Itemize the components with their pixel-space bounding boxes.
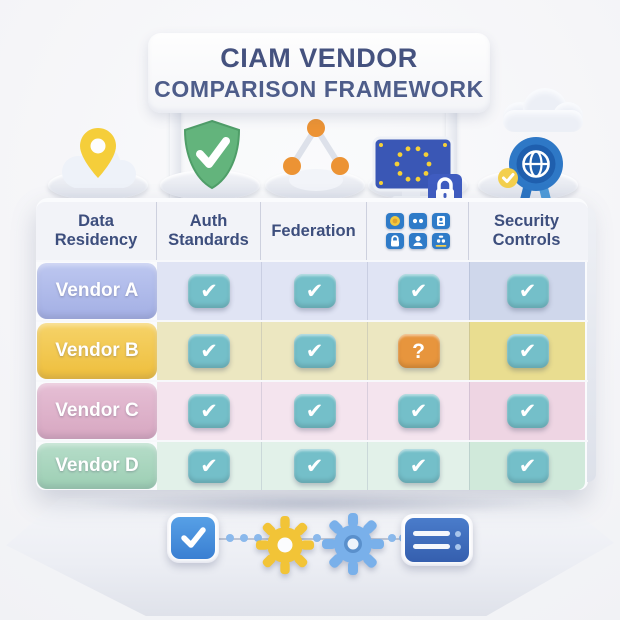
cell-vendor-a-auth: ✔ <box>157 262 261 320</box>
table-row-vendor-c: Vendor C ✔ ✔ ✔ ✔ <box>36 380 588 440</box>
privacy-icon-grid <box>385 213 450 249</box>
status-badge: ✔ <box>293 449 336 483</box>
status-badge: ✔ <box>293 394 336 428</box>
status-badge: ✔ <box>188 274 230 308</box>
title-banner: CIAM VENDOR COMPARISON FRAMEWORK <box>148 33 490 113</box>
eyes-icon <box>408 213 427 229</box>
status-badge: ✔ <box>397 449 440 483</box>
row-label-vendor-b: Vendor B <box>37 323 157 379</box>
title-line-2: COMPARISON FRAMEWORK <box>154 76 484 102</box>
status-badge: ✔ <box>188 334 230 368</box>
shield-check-icon <box>179 118 245 197</box>
cell-vendor-d-security: ✔ <box>469 442 585 490</box>
comparison-table: Data Residency Auth Standards Federation <box>36 198 596 490</box>
status-badge: ✔ <box>506 334 549 368</box>
cell-vendor-c-auth: ✔ <box>157 382 261 440</box>
cell-vendor-a-privacy: ✔ <box>367 262 469 320</box>
column-header-security-controls: Security Controls <box>468 202 584 260</box>
header-row: Data Residency Auth Standards Federation <box>36 202 588 260</box>
row-label-vendor-c: Vendor C <box>37 383 157 439</box>
cell-vendor-b-privacy: ? <box>367 322 469 380</box>
connector-dot <box>254 534 262 542</box>
column-header-data-residency: Data Residency <box>54 212 138 249</box>
column-header-auth-standards: Auth Standards <box>156 202 260 260</box>
status-badge: ✔ <box>188 449 230 483</box>
cell-vendor-b-auth: ✔ <box>157 322 261 380</box>
status-badge: ? <box>397 334 440 368</box>
table-row-vendor-d: Vendor D ✔ ✔ ✔ ✔ <box>36 440 588 490</box>
base-platform <box>6 498 614 616</box>
gear-blue-icon <box>322 513 384 575</box>
network-nodes-icon <box>276 114 356 199</box>
column-header-federation: Federation <box>260 202 366 260</box>
status-badge: ✔ <box>397 394 440 428</box>
status-badge: ✔ <box>506 274 549 308</box>
gear-yellow-icon <box>255 515 315 575</box>
cell-vendor-d-auth: ✔ <box>157 442 261 490</box>
user-icon <box>408 233 427 249</box>
cell-vendor-b-federation: ✔ <box>261 322 367 380</box>
connector-dot <box>313 534 321 542</box>
status-badge: ✔ <box>506 449 549 483</box>
briefcase-icon <box>431 233 450 249</box>
status-badge: ✔ <box>293 274 336 308</box>
id-card-icon <box>431 213 450 229</box>
globe-seal-badge-icon <box>498 134 570 213</box>
column-header-privacy-icons <box>366 202 468 260</box>
status-badge: ✔ <box>506 394 549 428</box>
cell-vendor-b-security: ✔ <box>469 322 585 380</box>
status-badge: ✔ <box>397 274 440 308</box>
cell-vendor-c-security: ✔ <box>469 382 585 440</box>
status-badge: ✔ <box>188 394 230 428</box>
coin-icon <box>385 213 404 229</box>
cell-vendor-c-privacy: ✔ <box>367 382 469 440</box>
row-label-vendor-d: Vendor D <box>37 443 157 489</box>
cloud-icon <box>497 86 587 134</box>
title-line-1: CIAM VENDOR <box>220 43 418 73</box>
connector-dot <box>388 534 396 542</box>
padlock-icon <box>385 233 404 249</box>
banner-post-left <box>170 106 181 202</box>
status-badge: ✔ <box>293 334 336 368</box>
cell-vendor-d-federation: ✔ <box>261 442 367 490</box>
cell-vendor-a-security: ✔ <box>469 262 585 320</box>
cloud-location-pin-icon <box>50 124 146 201</box>
cell-vendor-d-privacy: ✔ <box>367 442 469 490</box>
table-row-vendor-b: Vendor B ✔ ✔ ? ✔ <box>36 320 588 380</box>
cell-vendor-a-federation: ✔ <box>261 262 367 320</box>
cell-vendor-c-federation: ✔ <box>261 382 367 440</box>
row-label-vendor-a: Vendor A <box>37 263 157 319</box>
checkbox-check-icon <box>167 513 219 563</box>
connector-dot <box>226 534 234 542</box>
table-row-vendor-a: Vendor A ✔ ✔ ✔ ✔ <box>36 260 588 320</box>
settings-list-icon <box>401 514 473 566</box>
connector-dot <box>240 534 248 542</box>
table-shadow <box>70 492 550 516</box>
